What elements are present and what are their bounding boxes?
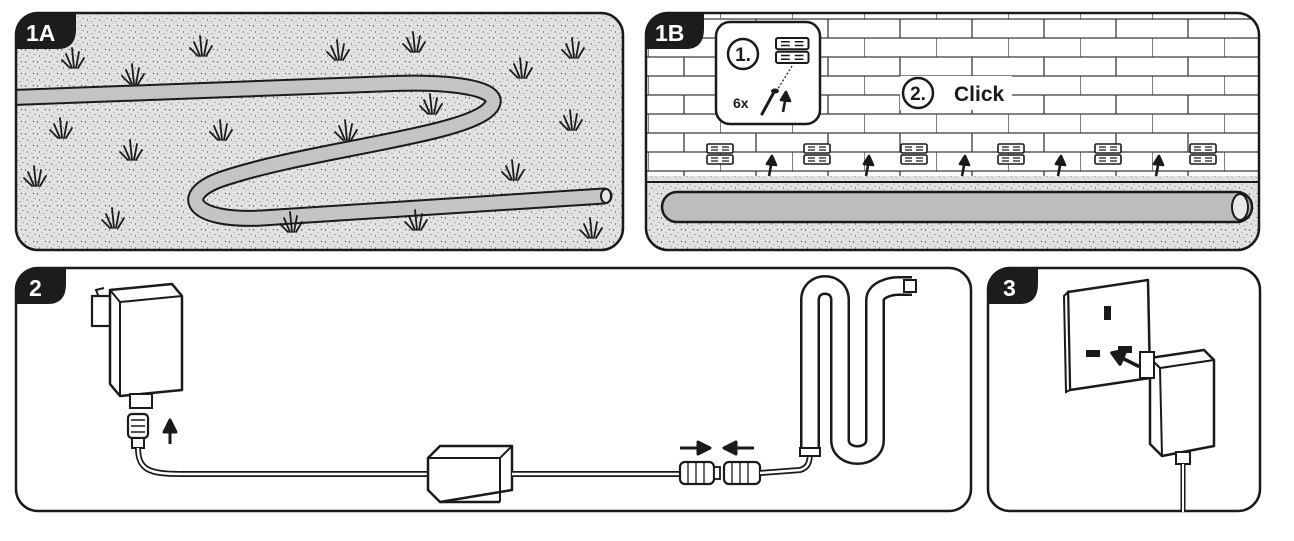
arrow-insert-icon: [1110, 348, 1140, 368]
step-2-label: 2. Click: [900, 76, 1012, 110]
badge-1b: 1B: [646, 13, 704, 49]
arrow-up-icon: [162, 418, 178, 444]
step-2-number: 2.: [910, 84, 926, 105]
screw-quantity: 6x: [733, 95, 749, 111]
panel-2: [14, 266, 973, 513]
wall-socket: [1062, 278, 1152, 394]
click-label: Click: [954, 83, 1005, 106]
badge-1a-label: 1A: [26, 20, 55, 46]
panel-1a-frame: [14, 11, 625, 252]
cable-connector-left: [678, 460, 721, 486]
step-2-circle: [901, 76, 935, 110]
controller-box: [426, 444, 514, 504]
step-1-circle: [726, 37, 760, 71]
badge-1a: 1A: [16, 13, 76, 49]
hose-tube-mounted: [660, 190, 1254, 224]
power-adapter: [1139, 348, 1216, 512]
badge-1b-label: 1B: [655, 20, 684, 46]
badge-3-label: 3: [1003, 275, 1016, 301]
barrel-connector: [126, 412, 150, 449]
arrow-left-icon: [722, 440, 754, 456]
panel-1a: [14, 11, 625, 252]
cable-connector-right: [722, 460, 762, 486]
panel-1b: 1. 6x 2. Click: [644, 11, 1261, 252]
arrow-right-icon: [680, 440, 712, 456]
step-1-inset: 1. 6x: [714, 20, 822, 126]
power-adapter: [90, 282, 184, 409]
badge-3: 3: [988, 268, 1038, 304]
panel-1b-frame: [644, 11, 1261, 252]
panel-3: [986, 266, 1262, 513]
screw-icon: [760, 88, 779, 116]
badge-2: 2: [16, 268, 66, 304]
hose-end: [600, 188, 612, 204]
badge-2-label: 2: [29, 275, 42, 301]
step-1-number: 1.: [735, 45, 751, 66]
